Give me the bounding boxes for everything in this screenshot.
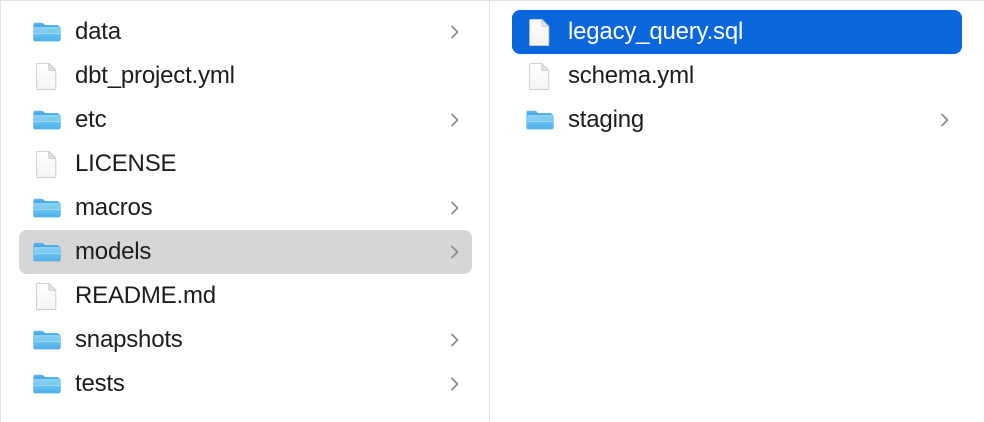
row-label: schema.yml <box>568 62 695 89</box>
folder-icon <box>32 193 62 223</box>
parent-column[interactable]: data dbt_project.yml <box>1 1 490 422</box>
file-icon <box>525 61 555 91</box>
chevron-right-icon[interactable] <box>449 375 461 393</box>
file-row[interactable]: LICENSE <box>19 142 472 186</box>
chevron-right-icon[interactable] <box>449 111 461 129</box>
folder-row[interactable]: data <box>19 10 472 54</box>
row-label: staging <box>568 106 644 133</box>
folder-row[interactable]: staging <box>512 98 962 142</box>
folder-icon <box>32 17 62 47</box>
folder-icon <box>32 105 62 135</box>
chevron-right-icon[interactable] <box>449 243 461 261</box>
chevron-right-icon[interactable] <box>449 331 461 349</box>
file-row[interactable]: README.md <box>19 274 472 318</box>
row-label: etc <box>75 106 107 133</box>
row-label: dbt_project.yml <box>75 62 235 89</box>
row-label: README.md <box>75 282 216 309</box>
row-label: macros <box>75 194 153 221</box>
file-row[interactable]: legacy_query.sql <box>512 10 962 54</box>
chevron-right-icon[interactable] <box>449 199 461 217</box>
row-label: legacy_query.sql <box>568 18 744 45</box>
file-row[interactable]: dbt_project.yml <box>19 54 472 98</box>
folder-row[interactable]: etc <box>19 98 472 142</box>
child-column[interactable]: legacy_query.sql schema.yml <box>490 1 984 422</box>
folder-row[interactable]: tests <box>19 362 472 406</box>
file-icon <box>32 149 62 179</box>
file-icon <box>525 17 555 47</box>
file-icon <box>32 281 62 311</box>
row-label: tests <box>75 370 125 397</box>
folder-row[interactable]: macros <box>19 186 472 230</box>
folder-icon <box>32 237 62 267</box>
row-label: LICENSE <box>75 150 177 177</box>
folder-icon <box>32 369 62 399</box>
chevron-right-icon[interactable] <box>449 23 461 41</box>
chevron-right-icon[interactable] <box>939 111 951 129</box>
folder-row[interactable]: models <box>19 230 472 274</box>
row-label: snapshots <box>75 326 183 353</box>
folder-icon <box>32 325 62 355</box>
row-label: models <box>75 238 152 265</box>
file-row[interactable]: schema.yml <box>512 54 962 98</box>
folder-icon <box>525 105 555 135</box>
folder-row[interactable]: snapshots <box>19 318 472 362</box>
row-label: data <box>75 18 121 45</box>
file-icon <box>32 61 62 91</box>
